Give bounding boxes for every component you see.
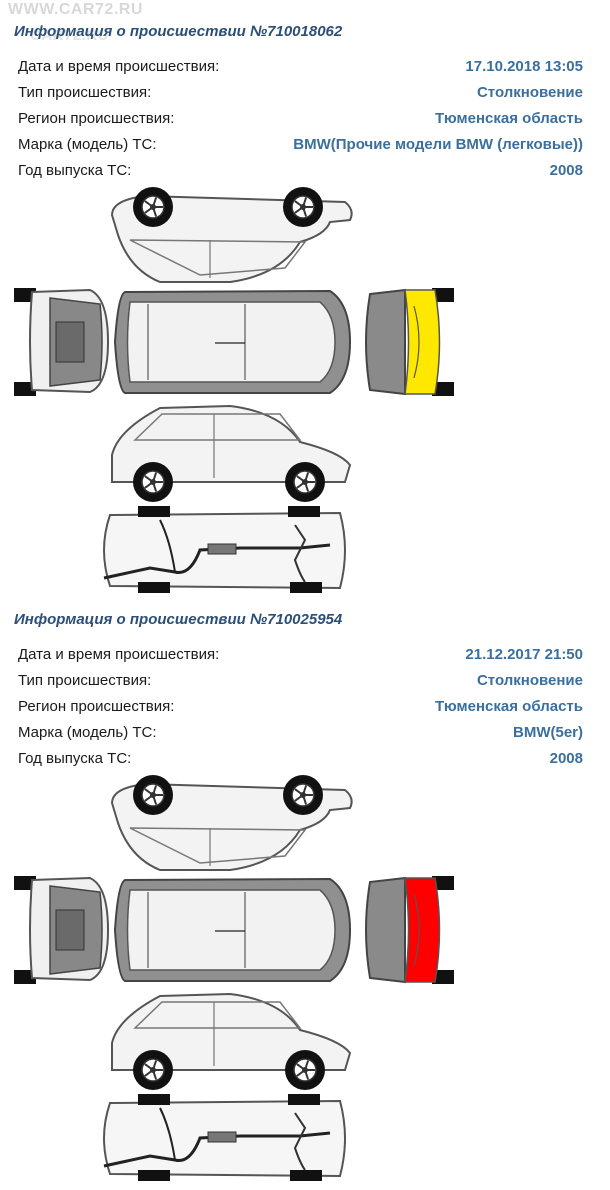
info-row-type: Тип происшествия: Столкновение bbox=[18, 84, 583, 108]
car-rear-view bbox=[14, 876, 110, 984]
damage-zone-front bbox=[404, 289, 441, 395]
wheel-icon bbox=[283, 187, 323, 227]
wheel-icon bbox=[285, 1050, 325, 1090]
wheel-icon bbox=[285, 462, 325, 502]
car-front-view bbox=[365, 288, 454, 396]
info-row-datetime: Дата и время происшествия: 21.12.2017 21… bbox=[18, 646, 583, 670]
car-side-view-top bbox=[110, 187, 353, 283]
car-rear-view bbox=[14, 288, 110, 396]
car-roof-view bbox=[113, 289, 352, 394]
row-label: Регион происшествия: bbox=[18, 110, 175, 127]
row-label: Год выпуска ТС: bbox=[18, 162, 132, 179]
damage-diagram bbox=[14, 187, 454, 593]
row-label: Регион происшествия: bbox=[18, 698, 175, 715]
row-value: BMW(Прочие модели BMW (легковые)) bbox=[293, 136, 583, 153]
car-roof-view bbox=[113, 877, 352, 982]
info-row-year: Год выпуска ТС: 2008 bbox=[18, 750, 583, 774]
wheel-icon bbox=[283, 775, 323, 815]
row-value: Столкновение bbox=[476, 84, 583, 101]
watermark-text-secondary: CAR72.RU bbox=[30, 27, 110, 44]
row-label: Тип происшествия: bbox=[18, 672, 152, 689]
row-value: Столкновение bbox=[476, 672, 583, 689]
info-row-region: Регион происшествия: Тюменская область bbox=[18, 698, 583, 722]
row-value: 2008 bbox=[549, 750, 583, 767]
wheel-icon bbox=[133, 187, 173, 227]
wheel-icon bbox=[133, 775, 173, 815]
row-value: 2008 bbox=[549, 162, 583, 179]
car-underbody-view bbox=[103, 506, 346, 593]
row-label: Марка (модель) ТС: bbox=[18, 136, 157, 153]
info-row-model: Марка (модель) ТС: BMW(5er) bbox=[18, 724, 583, 748]
incident-title: Информация о происшествии №710018062 bbox=[14, 23, 343, 40]
car-underbody-view bbox=[103, 1094, 346, 1181]
row-label: Тип происшествия: bbox=[18, 84, 152, 101]
info-row-datetime: Дата и время происшествия: 17.10.2018 13… bbox=[18, 58, 583, 82]
info-row-region: Регион происшествия: Тюменская область bbox=[18, 110, 583, 134]
row-value: Тюменская область bbox=[434, 110, 583, 127]
car-side-view-top bbox=[110, 775, 353, 871]
car-side-view-bottom bbox=[111, 404, 352, 502]
row-label: Дата и время происшествия: bbox=[18, 646, 220, 663]
site-watermark: WWW.CAR72.RU CAR72.RU bbox=[8, 0, 143, 44]
row-label: Дата и время происшествия: bbox=[18, 58, 220, 75]
row-label: Год выпуска ТС: bbox=[18, 750, 132, 767]
incident-title: Информация о происшествии №710025954 bbox=[14, 611, 343, 628]
info-row-type: Тип происшествия: Столкновение bbox=[18, 672, 583, 696]
info-row-year: Год выпуска ТС: 2008 bbox=[18, 162, 583, 186]
wheel-icon bbox=[133, 1050, 173, 1090]
car-side-view-bottom bbox=[111, 992, 352, 1090]
damage-zone-front bbox=[404, 877, 441, 983]
row-value: 17.10.2018 13:05 bbox=[465, 58, 583, 75]
car-front-view bbox=[365, 876, 454, 984]
row-value: Тюменская область bbox=[434, 698, 583, 715]
row-value: BMW(5er) bbox=[513, 724, 583, 741]
row-value: 21.12.2017 21:50 bbox=[465, 646, 583, 663]
watermark-text: WWW.CAR72.RU bbox=[8, 1, 143, 18]
wheel-icon bbox=[133, 462, 173, 502]
row-label: Марка (модель) ТС: bbox=[18, 724, 157, 741]
info-row-model: Марка (модель) ТС: BMW(Прочие модели BMW… bbox=[18, 136, 583, 160]
damage-diagram bbox=[14, 775, 454, 1181]
